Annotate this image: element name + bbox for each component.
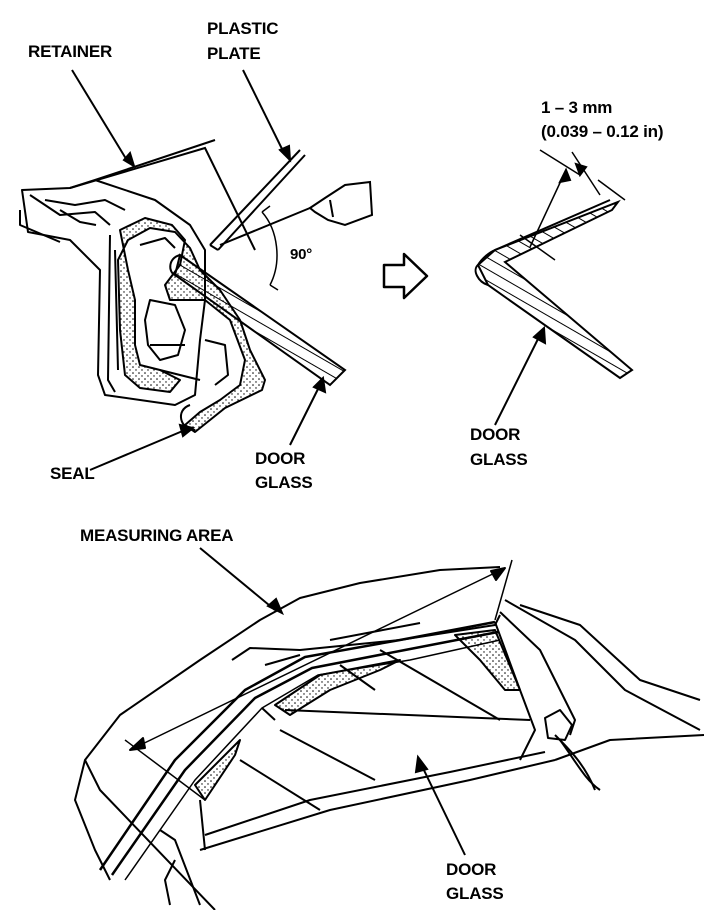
- seal-shape: [117, 217, 266, 433]
- label-retainer: RETAINER: [28, 42, 113, 61]
- leaders-top-left: [71, 69, 327, 471]
- label-door-glass-3-line1: DOOR: [446, 860, 497, 879]
- label-door-glass-1-line2: GLASS: [255, 473, 313, 492]
- door-glass-section-1: [169, 253, 347, 387]
- label-door-glass-3-line2: GLASS: [446, 884, 504, 903]
- measuring-tool: [219, 180, 374, 246]
- label-gap-value-imperial: (0.039 – 0.12 in): [541, 122, 664, 141]
- label-door-glass-1-line1: DOOR: [255, 449, 306, 468]
- label-door-glass-2-line2: GLASS: [470, 450, 528, 469]
- car-roof-view: [74, 559, 704, 910]
- label-plastic-plate-line1: PLASTIC: [207, 19, 279, 38]
- label-angle: 90°: [290, 246, 313, 263]
- plastic-plate: [209, 149, 306, 251]
- label-measuring-area: MEASURING AREA: [80, 526, 234, 545]
- seal-cross-section: [19, 179, 266, 433]
- leader-door-glass-2: [494, 325, 547, 426]
- leaders-bottom: [199, 547, 466, 856]
- glass-gap-detail: [474, 149, 634, 380]
- roof-rail: [98, 620, 496, 871]
- right-arrow-icon: [382, 252, 429, 300]
- angle-indicator: [261, 205, 279, 291]
- label-seal: SEAL: [50, 464, 95, 483]
- label-plastic-plate-line2: PLATE: [207, 44, 261, 63]
- label-door-glass-2-line1: DOOR: [470, 425, 521, 444]
- label-gap-value: 1 – 3 mm: [541, 98, 613, 117]
